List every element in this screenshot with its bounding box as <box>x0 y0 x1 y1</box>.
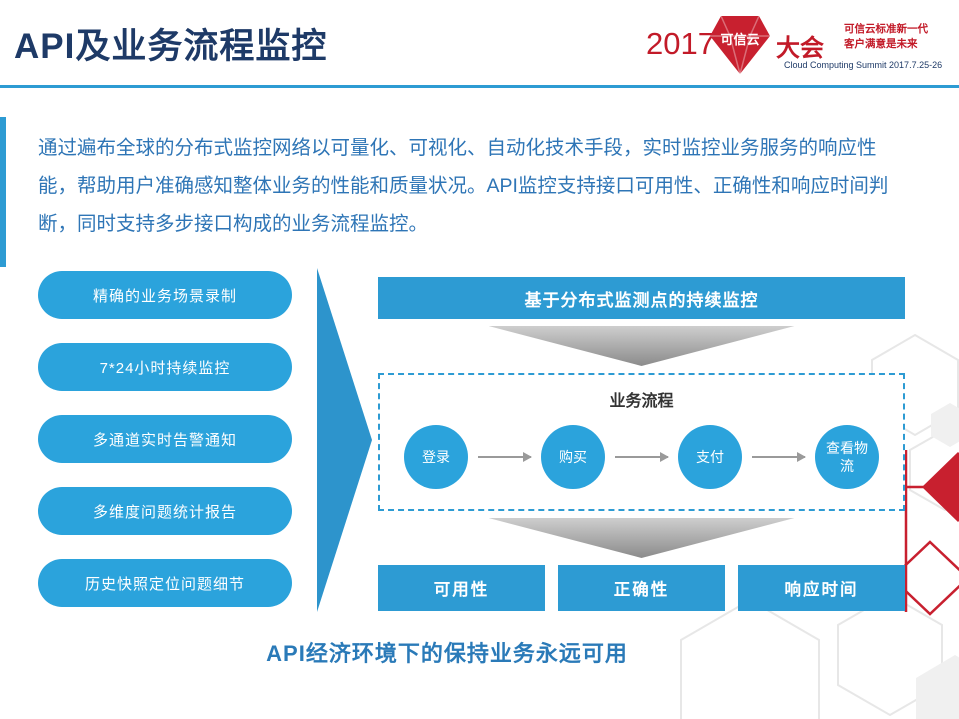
right-arrow-icon <box>752 452 806 462</box>
left-accent-bar <box>0 117 6 267</box>
metric-label: 可用性 <box>433 581 490 599</box>
feature-label: 历史快照定位问题细节 <box>84 575 245 593</box>
feature-label: 多维度问题统计报告 <box>92 503 237 521</box>
logo-suffix: 大会 <box>776 35 824 62</box>
flow-step-label: 登录 <box>422 448 450 465</box>
monitoring-panel: 基于分布式监测点的持续监控 业务流程 登录 购买 支付 查看物流 可用性 正确性… <box>378 277 905 611</box>
flow-step-label: 查看物流 <box>826 439 868 474</box>
metric-availability: 可用性 <box>378 565 545 611</box>
features-list: 精确的业务场景录制 7*24小时持续监控 多通道实时告警通知 多维度问题统计报告… <box>38 271 292 631</box>
right-arrow-icon <box>615 452 669 462</box>
hexagon-filled <box>916 655 959 719</box>
logo-tagline-2: 客户满意是未来 <box>844 38 918 50</box>
down-arrow-icon <box>488 518 795 558</box>
feature-pill: 多通道实时告警通知 <box>38 415 292 463</box>
metrics-row: 可用性 正确性 响应时间 <box>378 565 905 611</box>
panel-header: 基于分布式监测点的持续监控 <box>378 277 905 319</box>
feature-pill: 7*24小时持续监控 <box>38 343 292 391</box>
feature-pill: 精确的业务场景录制 <box>38 271 292 319</box>
flow-step-label: 购买 <box>559 448 587 465</box>
logo-taglines: 可信云标准新一代 客户满意是未来 <box>844 22 928 52</box>
metric-label: 正确性 <box>613 581 670 599</box>
intro-paragraph: 通过遍布全球的分布式监控网络以可量化、可视化、自动化技术手段，实时监控业务服务的… <box>38 137 889 235</box>
flow-step-payment: 支付 <box>678 425 742 489</box>
page-header: API及业务流程监控 2017 可信云 大会 可信云标准新一代 客户满意是未来 <box>0 0 959 88</box>
logo-tagline-1: 可信云标准新一代 <box>844 23 928 35</box>
flow-row: 登录 购买 支付 查看物流 <box>404 425 879 489</box>
gem-icon: 可信云 <box>708 10 772 78</box>
down-arrow-icon <box>488 326 795 366</box>
metric-label: 响应时间 <box>784 581 859 599</box>
feature-label: 精确的业务场景录制 <box>92 287 237 305</box>
flow-step-purchase: 购买 <box>541 425 605 489</box>
red-diamond-solid <box>922 452 959 522</box>
flow-title: 业务流程 <box>609 393 674 410</box>
metric-response-time: 响应时间 <box>738 565 905 611</box>
page-title: API及业务流程监控 <box>14 27 328 66</box>
logo-year: 2017 <box>646 26 715 61</box>
right-arrow-icon <box>478 452 532 462</box>
feature-pill: 多维度问题统计报告 <box>38 487 292 535</box>
conference-logo: 2017 可信云 大会 可信云标准新一代 客户满意是未来 Cloud Compu… <box>646 10 951 84</box>
hexagon-outline <box>909 428 959 512</box>
business-flow-box: 业务流程 登录 购买 支付 查看物流 <box>378 373 905 511</box>
flow-step-login: 登录 <box>404 425 468 489</box>
feature-label: 7*24小时持续监控 <box>99 359 231 377</box>
logo-subtitle: Cloud Computing Summit 2017.7.25-26 <box>784 60 943 70</box>
feature-pill: 历史快照定位问题细节 <box>38 559 292 607</box>
features-to-panel-arrow-icon <box>317 268 372 612</box>
flow-step-label: 支付 <box>696 448 724 465</box>
hexagon-filled <box>931 403 959 447</box>
metric-correctness: 正确性 <box>558 565 725 611</box>
flow-step-logistics: 查看物流 <box>815 425 879 489</box>
feature-label: 多通道实时告警通知 <box>92 431 237 449</box>
bottom-caption: API经济环境下的保持业务永远可用 <box>266 641 628 666</box>
gem-label: 可信云 <box>720 32 760 47</box>
